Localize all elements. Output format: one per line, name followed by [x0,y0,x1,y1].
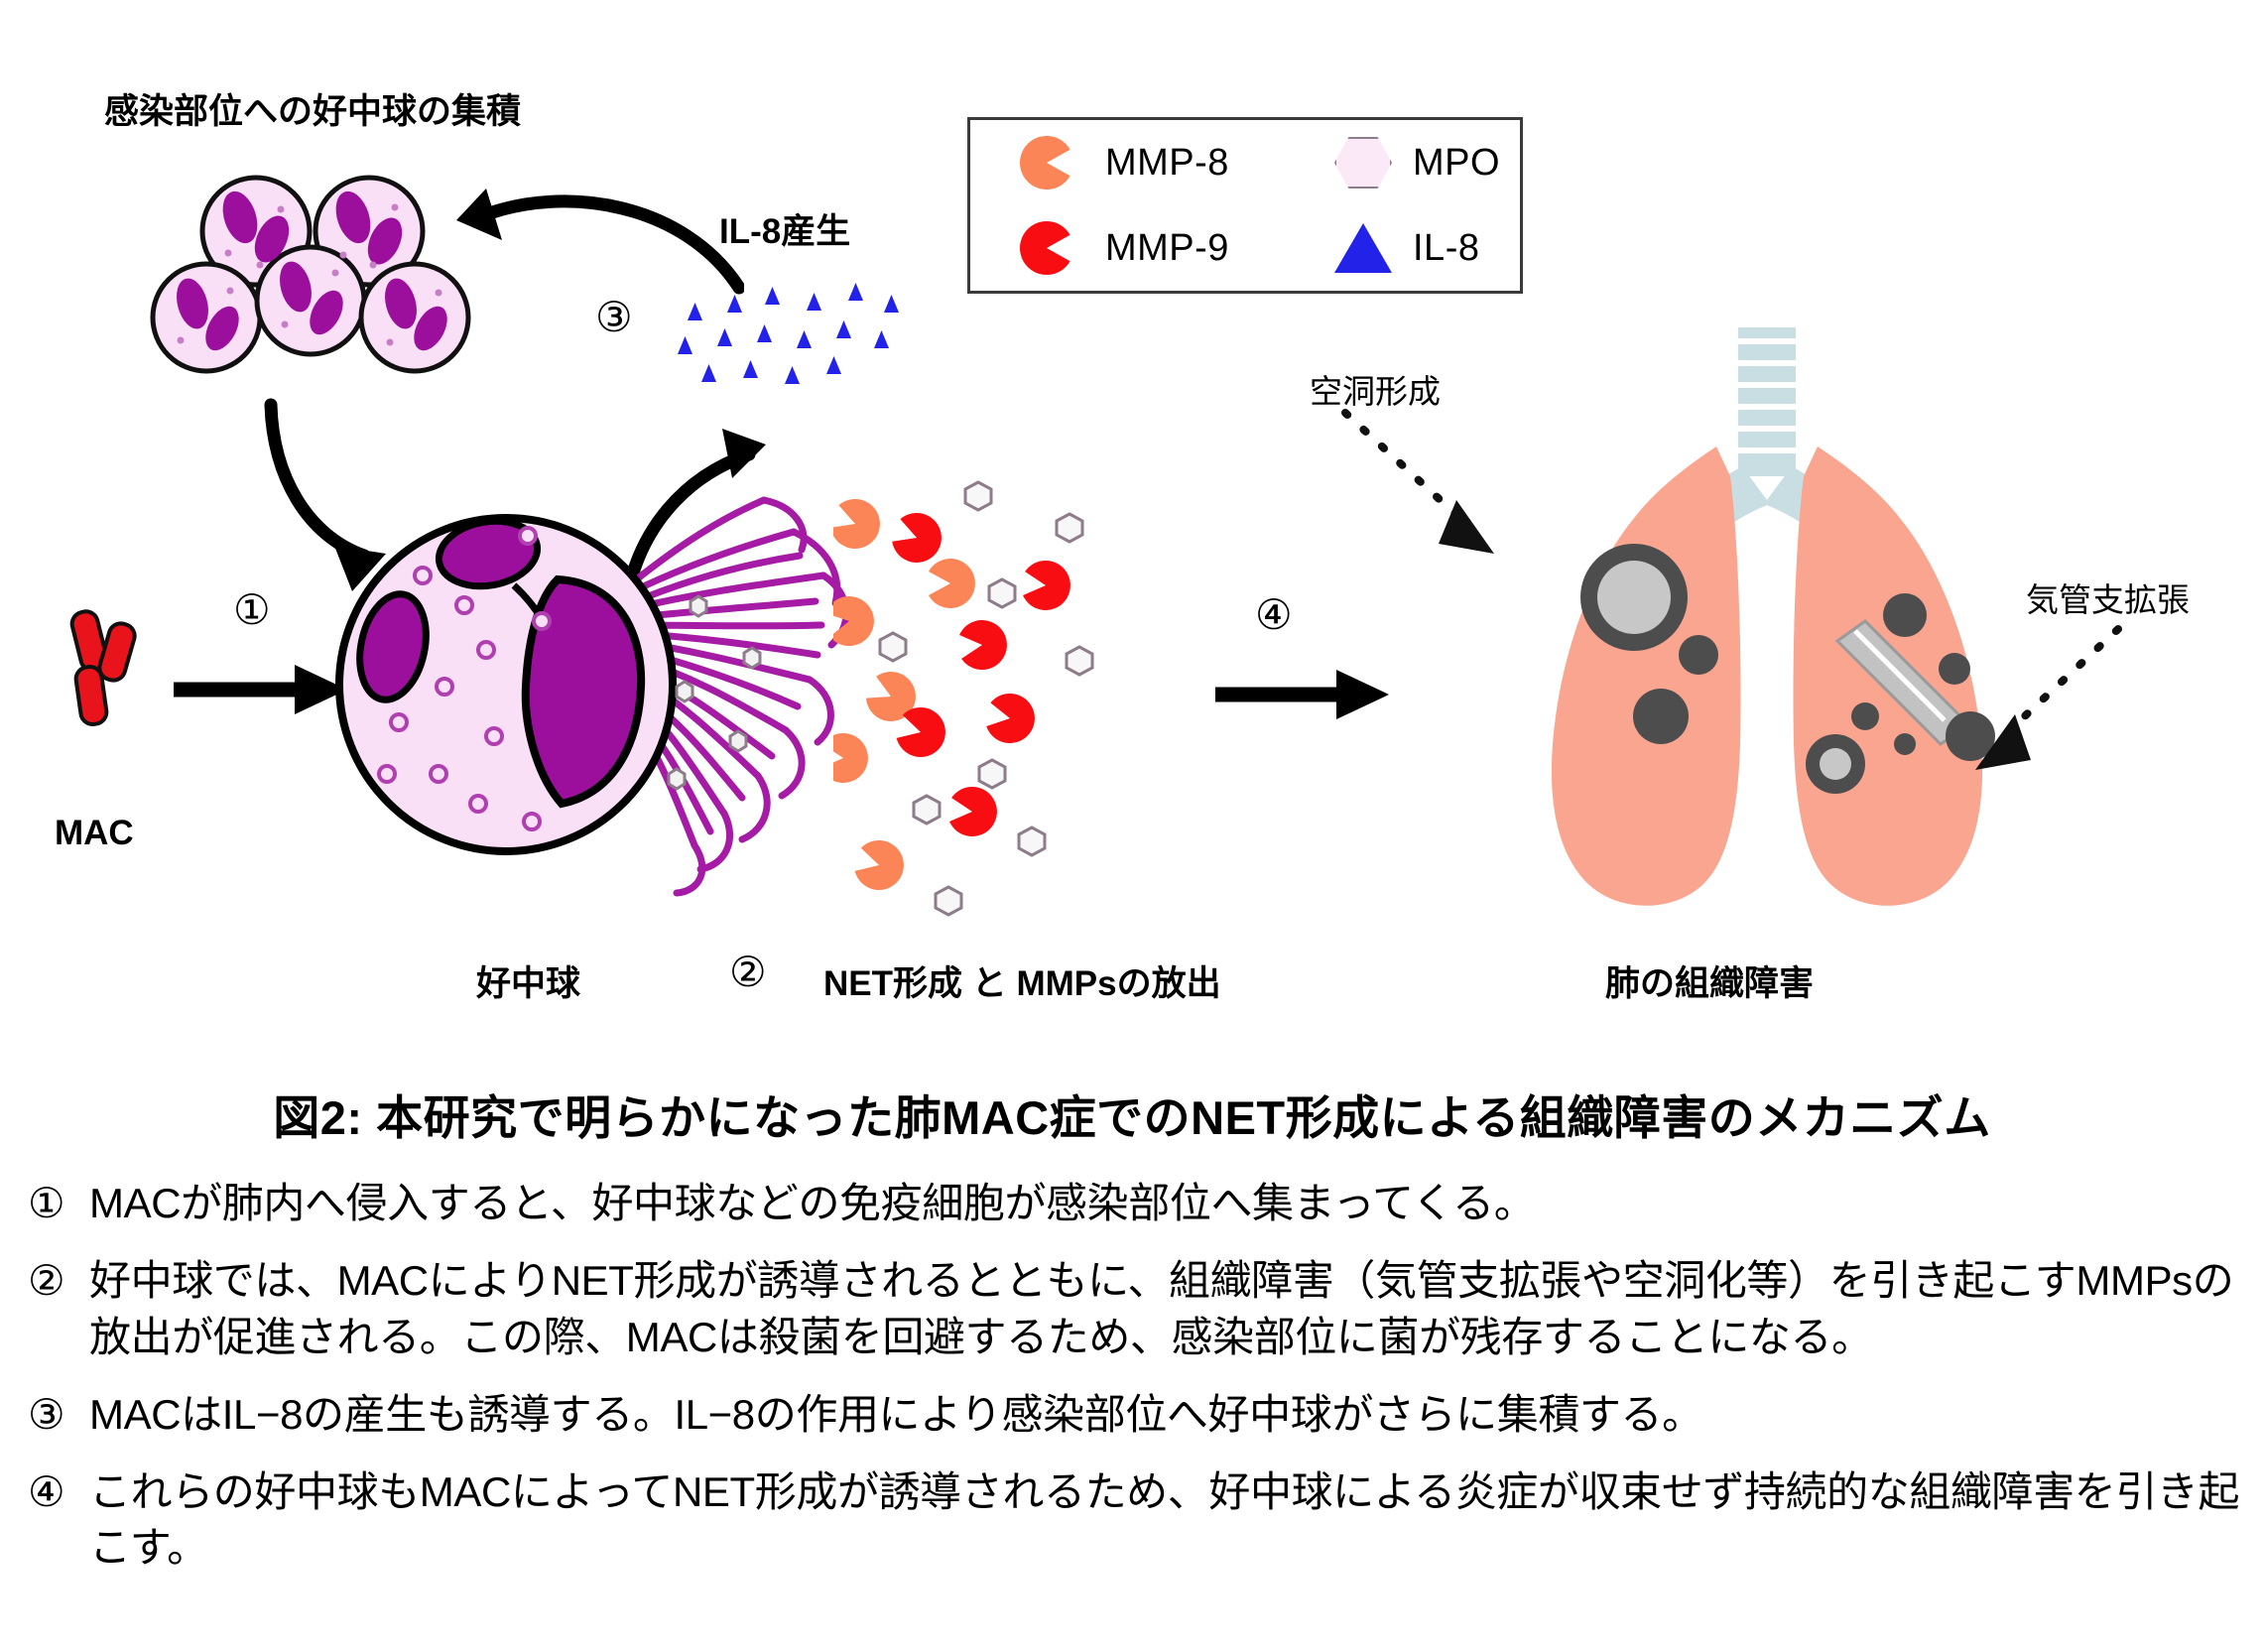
arrow-to-lungs [1215,670,1389,719]
label-cavity: 空洞形成 [1310,373,1441,410]
arrow-mac-to-neutrophil [174,665,347,714]
arrow-cluster-to-neutrophil [264,398,386,591]
step-3-marker: ③ [595,294,633,340]
label-il8: IL-8産生 [719,212,851,251]
arrow-cavity-callout [1341,409,1494,554]
label-bronchiectasis: 気管支拡張 [2026,581,2190,618]
list-item: ② 好中球では、MACによりNET形成が誘導されるとともに、組織障害（気管支拡張… [28,1253,2260,1365]
lung-illustration [1551,327,1995,906]
hexagon-pink-icon [1314,137,1413,189]
neutrophil-cluster [150,175,471,374]
pacman-orange-icon [988,136,1105,190]
list-item-number: ③ [28,1390,65,1438]
neutrophil-with-nets [335,496,850,897]
legend-box: MMP-8 MPO MMP-9 IL-8 [967,117,1523,294]
step-1-marker: ① [233,586,271,633]
figure-caption: 図2: 本研究で明らかになった肺MAC症でのNET形成による組織障害のメカニズム [273,1091,1991,1144]
list-item-text: これらの好中球もMACによってNET形成が誘導されるため、好中球による炎症が収束… [89,1468,2240,1572]
label-net-formation: NET形成 と MMPsの放出 [823,964,1221,1003]
il8-triangle-cloud [678,283,899,384]
mac-bacteria [69,609,137,726]
list-item: ④ これらの好中球もMACによってNET形成が誘導されるため、好中球による炎症が… [28,1464,2260,1577]
list-item-text: MACが肺内へ侵入すると、好中球などの免疫細胞が感染部位へ集まってくる。 [89,1180,1536,1226]
arrow-bronchiectasis-callout [1975,625,2122,770]
legend-label-il8: IL-8 [1413,226,1480,269]
legend-label-mmp9: MMP-9 [1105,226,1229,269]
step-4-marker: ④ [1255,591,1293,638]
legend-label-mpo: MPO [1413,141,1501,184]
explanation-list: ① MACが肺内へ侵入すると、好中球などの免疫細胞が感染部位へ集まってくる。 ②… [28,1176,2260,1598]
label-mac: MAC [55,814,134,852]
label-neutrophil: 好中球 [476,964,581,1003]
list-item-number: ① [28,1180,65,1226]
triangle-blue-icon [1314,223,1413,273]
list-item: ① MACが肺内へ侵入すると、好中球などの免疫細胞が感染部位へ集まってくる。 [28,1176,2260,1231]
arrow-il8-to-cluster [456,189,744,295]
list-item-text: MACはIL−8の産生も誘導する。IL−8の作用により感染部位へ好中球がさらに集… [89,1390,1703,1438]
list-item-number: ② [28,1257,65,1305]
list-item-text: 好中球では、MACによりNET形成が誘導されるとともに、組織障害（気管支拡張や空… [89,1257,2234,1360]
pacman-red-icon [988,221,1105,275]
list-item: ③ MACはIL−8の産生も誘導する。IL−8の作用により感染部位へ好中球がさら… [28,1387,2260,1443]
released-mmp-mpo-cloud [833,480,1094,917]
list-item-number: ④ [28,1468,65,1516]
label-recruitment: 感染部位への好中球の集積 [104,92,522,131]
label-lung-damage: 肺の組織障害 [1605,964,1815,1003]
step-2-marker: ② [729,949,767,995]
legend-label-mmp8: MMP-8 [1105,141,1229,184]
